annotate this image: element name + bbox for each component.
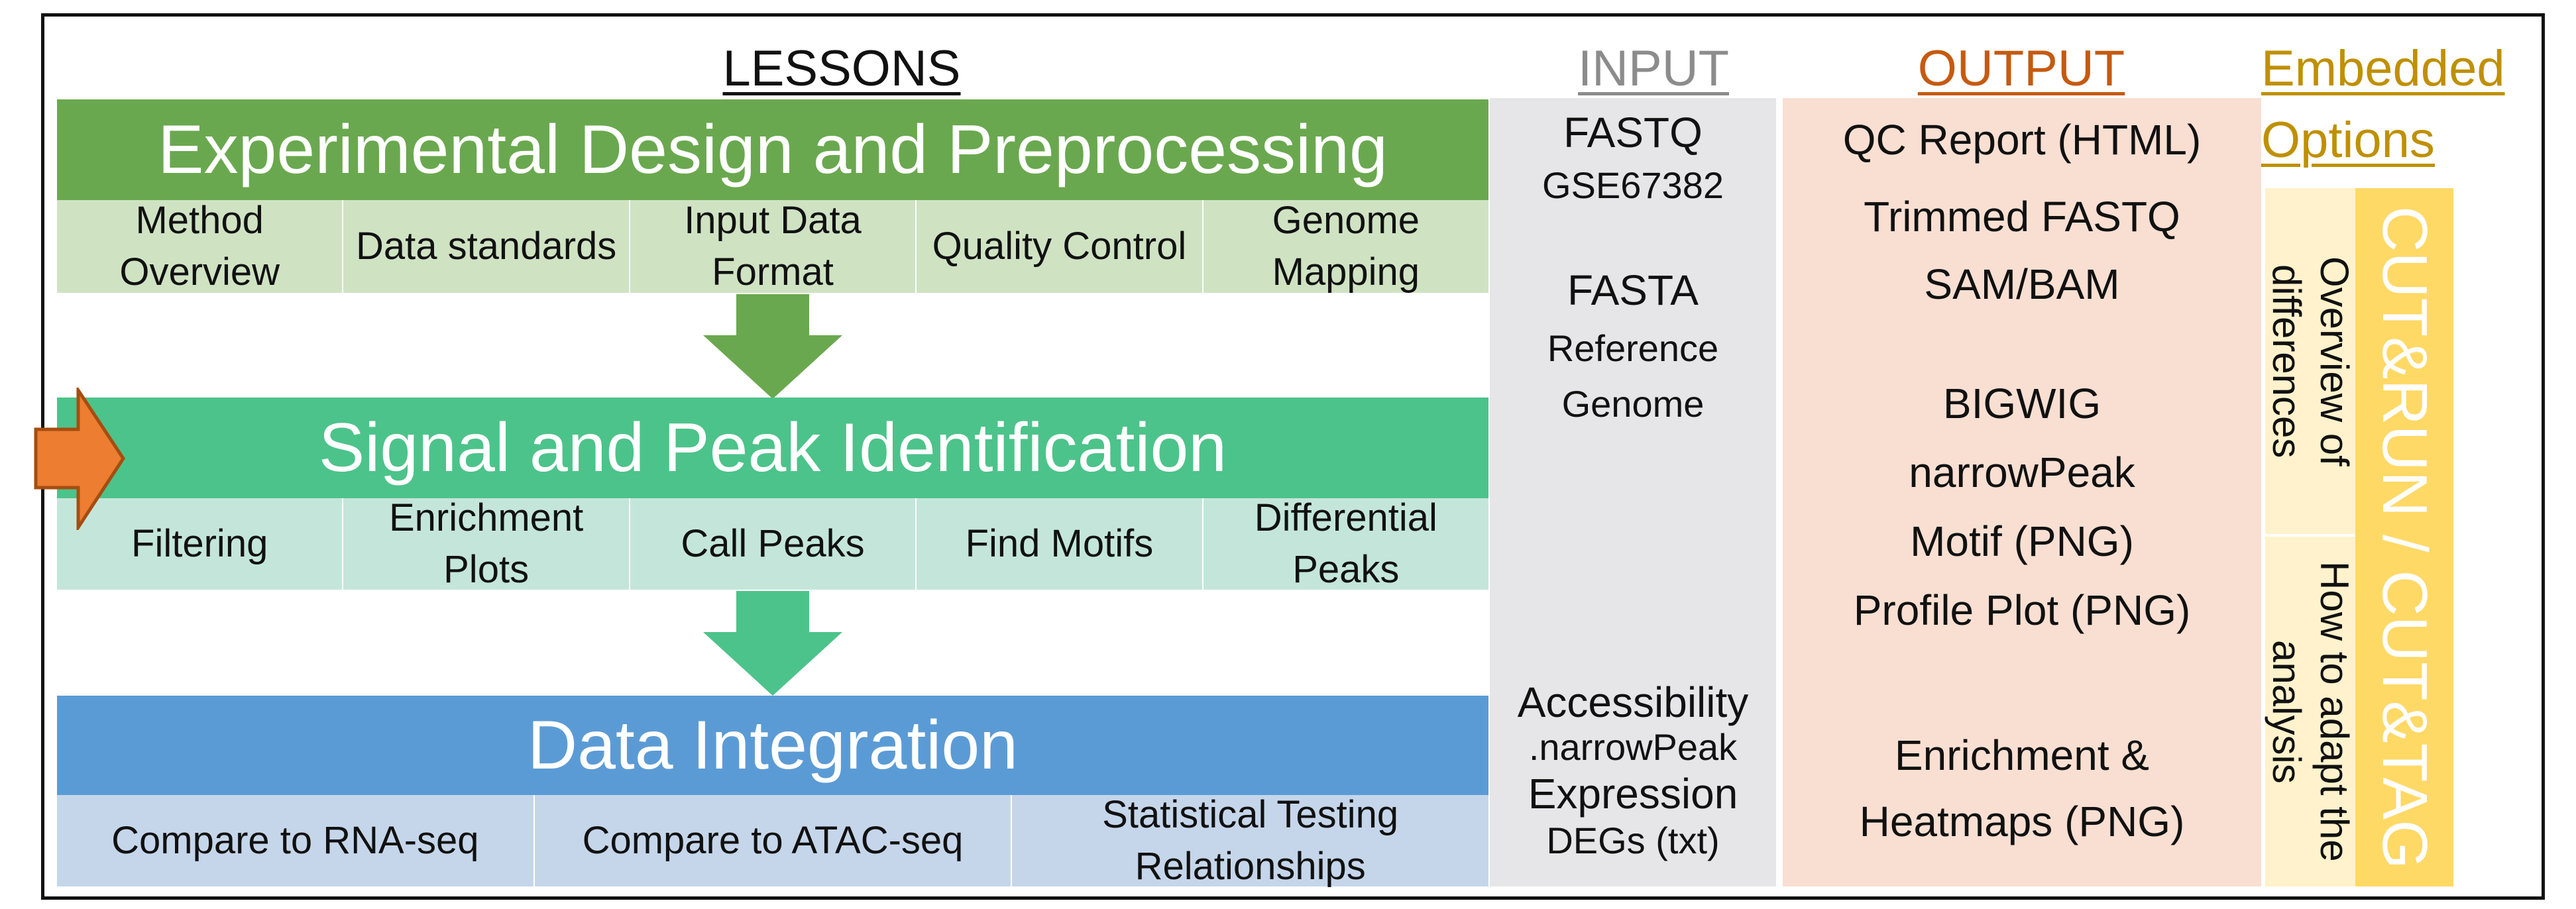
lesson-cell: Compare to ATAC-seq	[535, 795, 1013, 886]
down-arrow-icon	[703, 591, 842, 696]
output-profile-plot: Profile Plot (PNG)	[1853, 586, 2191, 634]
output-bigwig: BIGWIG	[1942, 380, 2101, 427]
output-header: OUTPUT	[1917, 40, 2125, 97]
lesson-cell: Compare to RNA-seq	[57, 795, 535, 886]
input-fasta-desc: Reference Genome	[1547, 327, 1719, 425]
embedded-bar: CUT&RUN / CUT&TAG	[2355, 188, 2453, 886]
lesson-cell: Statistical Testing Relationships	[1102, 792, 1399, 888]
lesson-cell: Data standards	[343, 200, 630, 293]
embedded-adapt-box: How to adapt the analysis	[2265, 537, 2357, 886]
embedded-adapt-text: How to adapt the analysis	[2265, 561, 2357, 862]
output-trimmed-fastq: Trimmed FASTQ	[1864, 193, 2180, 241]
lesson-cell: Find Motifs	[917, 498, 1204, 590]
input-fasta: FASTA Reference Genome	[1490, 260, 1776, 432]
input-fastq-id: GSE67382	[1542, 164, 1724, 206]
lesson-cell: Genome Mapping	[1272, 198, 1420, 294]
stage2-banner: Signal and Peak Identification	[57, 398, 1488, 498]
input-fasta-label: FASTA	[1567, 266, 1699, 314]
embedded-divider	[2265, 534, 2355, 537]
lesson-cell: Input Data Format	[630, 199, 917, 294]
down-arrow-icon	[703, 294, 842, 399]
input-accessibility-ext: .narrowPeak	[1528, 726, 1738, 768]
embedded-overview-text: Overview of differences	[2265, 256, 2357, 466]
orange-pointer-arrow-icon	[34, 388, 125, 530]
output-enrichment-heatmaps: Enrichment & Heatmaps (PNG)	[1859, 731, 2185, 845]
lesson-cell: Differential Peaks	[1254, 496, 1437, 591]
output-qc-report: QC Report (HTML)	[1842, 116, 2202, 164]
input-expression-desc: DEGs (txt)	[1546, 820, 1720, 861]
embedded-options-header: Embedded Options	[2261, 40, 2505, 168]
lesson-cell: Filtering	[57, 498, 344, 590]
input-fastq-label: FASTQ	[1563, 109, 1703, 156]
input-expression-label: Expression	[1528, 770, 1738, 818]
input-header: INPUT	[1578, 40, 1729, 97]
input-accessibility: Accessibility .narrowPeak Expression DEG…	[1490, 676, 1776, 860]
stage1-banner: Experimental Design and Preprocessing	[57, 99, 1488, 200]
output-narrowpeak: narrowPeak	[1909, 449, 2135, 496]
embedded-panel: Overview of differences How to adapt the…	[2265, 188, 2357, 886]
input-fastq: FASTQ GSE67382	[1490, 106, 1776, 212]
output-motif: Motif (PNG)	[1910, 517, 2134, 565]
output-sam-bam: SAM/BAM	[1924, 260, 2120, 308]
stage3-cells: Compare to RNA-seq Compare to ATAC-seq S…	[57, 792, 1488, 888]
lesson-cell: Quality Control	[917, 200, 1204, 293]
input-accessibility-label: Accessibility	[1517, 678, 1749, 726]
embedded-overview-box: Overview of differences	[2265, 188, 2357, 534]
embedded-bar-label: CUT&RUN / CUT&TAG	[2369, 205, 2440, 869]
output-column-bg	[1783, 98, 2261, 886]
input-column-bg	[1490, 98, 1776, 886]
stage1-cells: Method Overview Data standards Input Dat…	[57, 198, 1488, 294]
lesson-cell: Call Peaks	[630, 498, 917, 590]
lesson-cell: Method Overview	[57, 199, 344, 294]
stage3-banner: Data Integration	[57, 696, 1488, 795]
lessons-header: LESSONS	[722, 40, 961, 97]
lesson-cell: Enrichment Plots	[343, 496, 630, 591]
stage2-cells: Filtering Enrichment Plots Call Peaks Fi…	[57, 496, 1488, 591]
